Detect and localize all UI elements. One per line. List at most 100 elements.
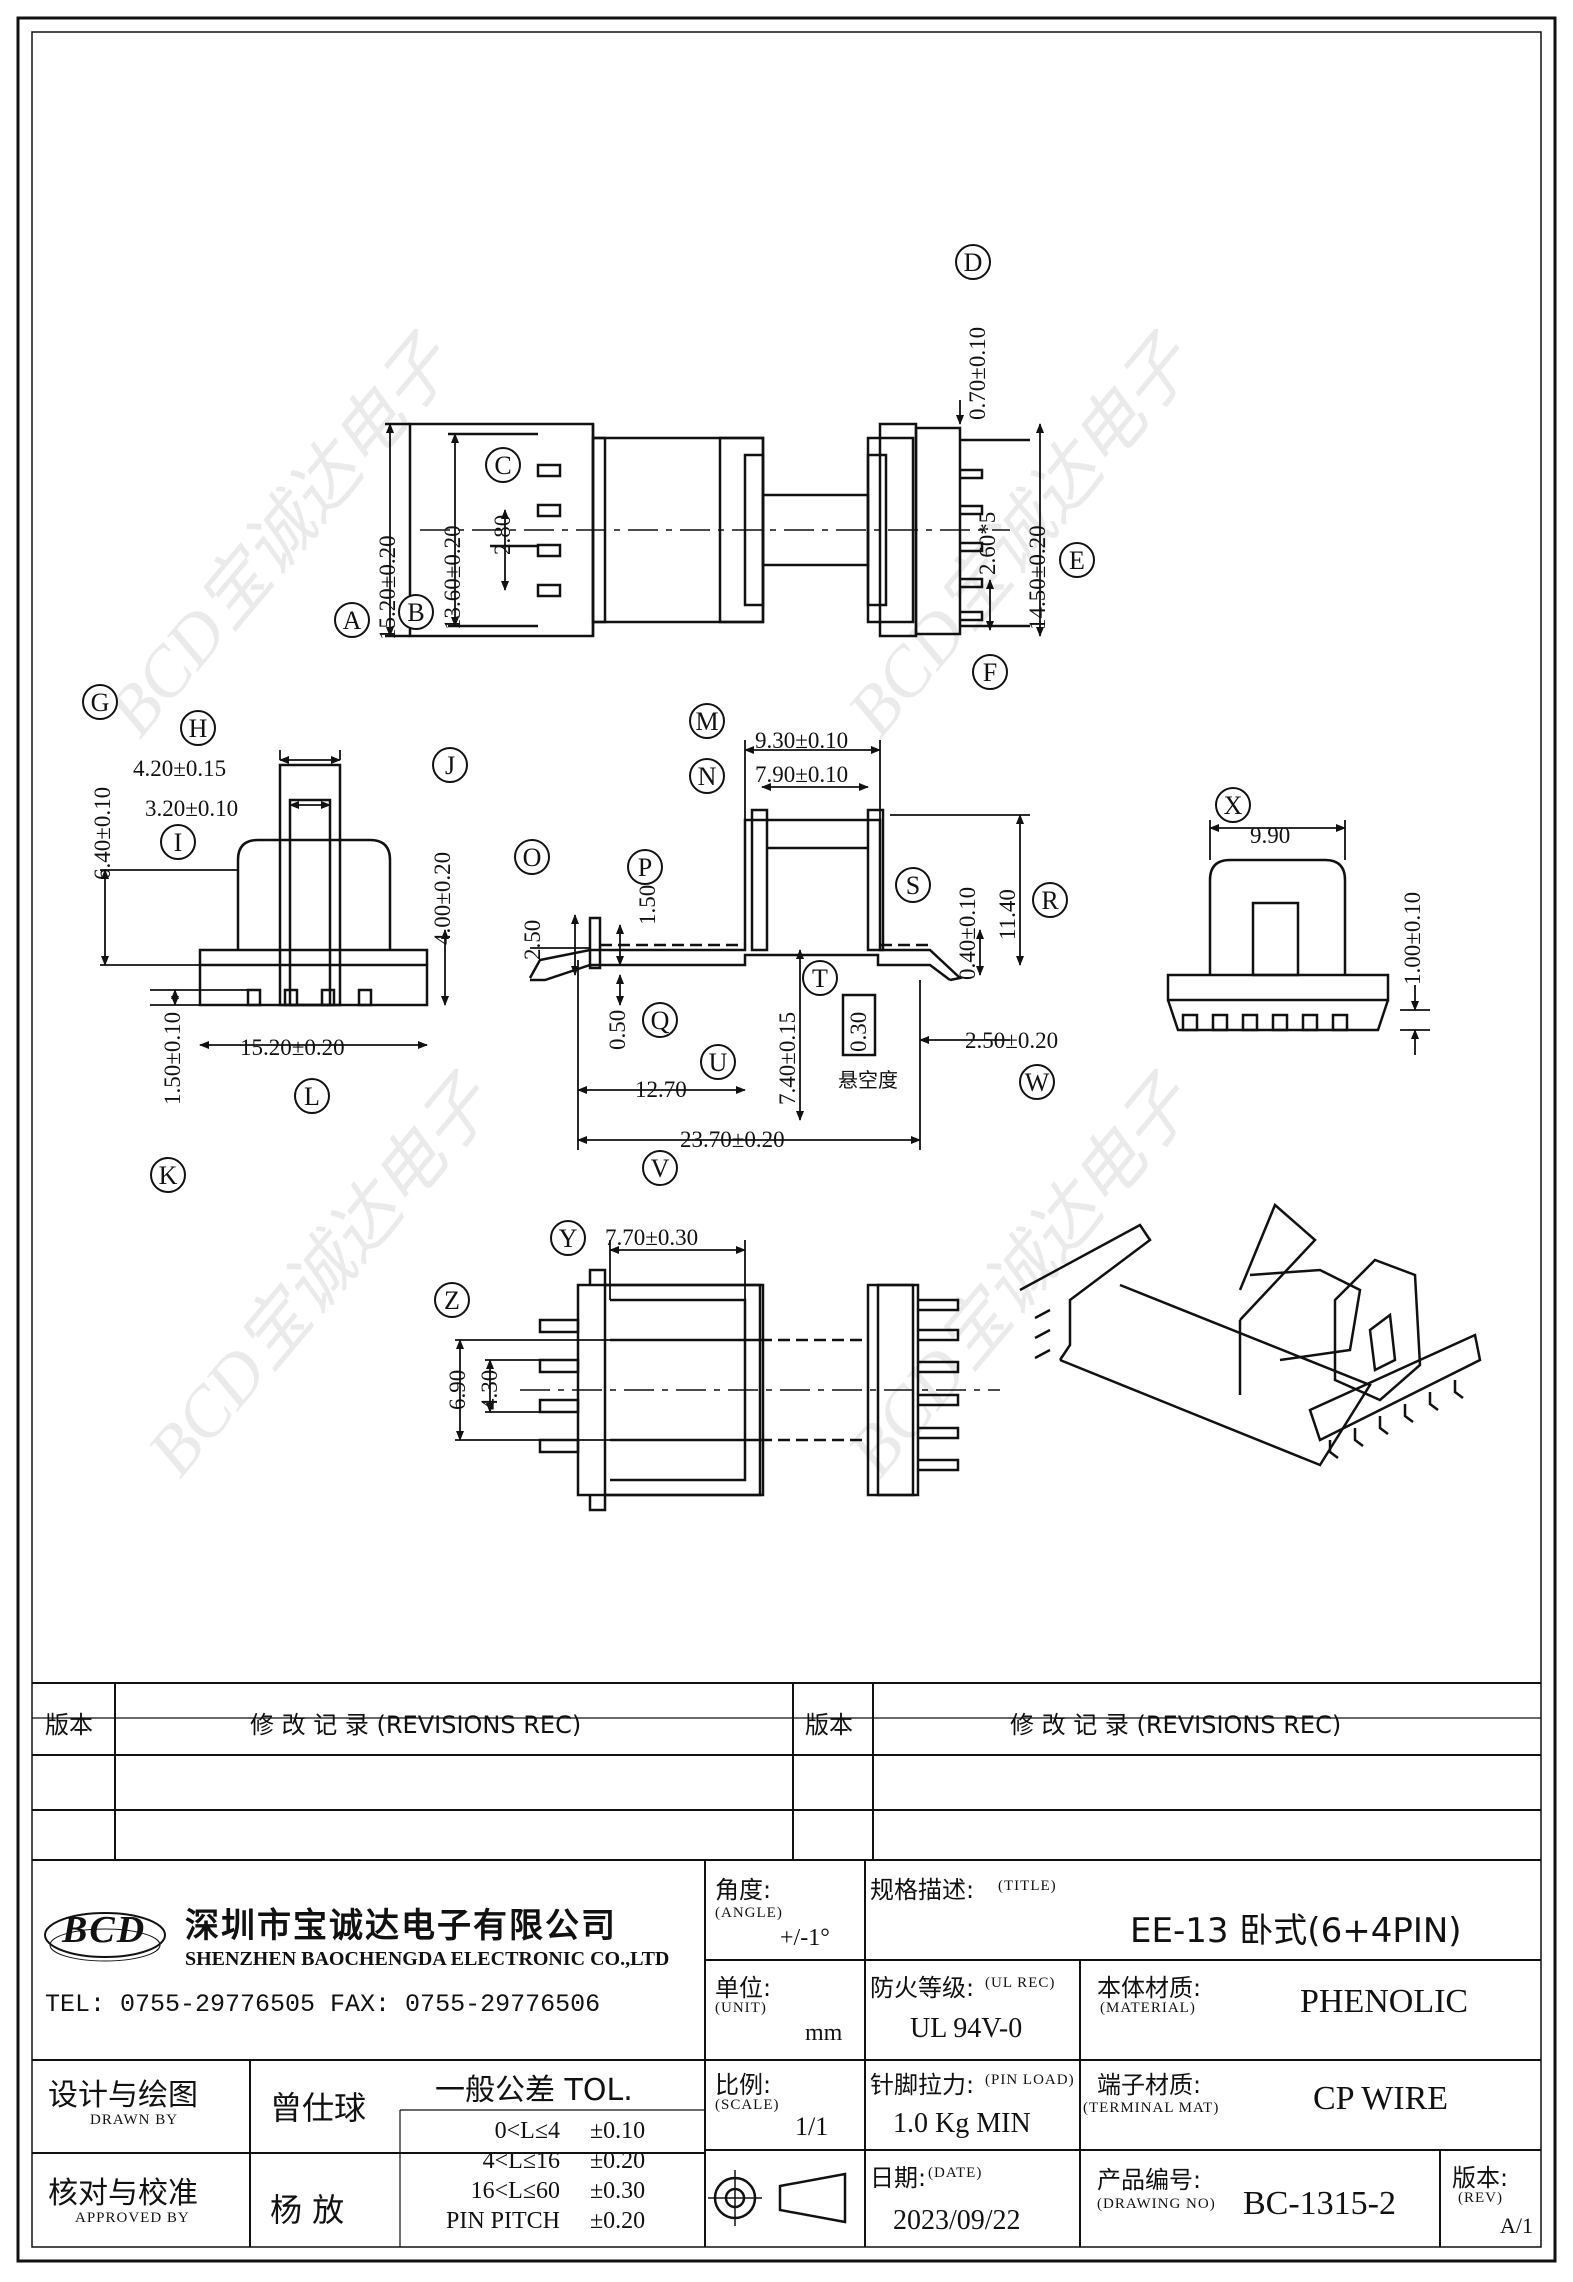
tolerance-range: 4<L≤16	[482, 2148, 560, 2174]
dim-Y: 7.70±0.30	[605, 1225, 698, 1250]
material-value: PHENOLIC	[1300, 1983, 1469, 2020]
title-label: 规格描述:	[870, 1876, 975, 1904]
callout-circle-J	[432, 747, 468, 783]
tolerance-value: ±0.30	[590, 2178, 646, 2204]
callout-E: E	[1069, 546, 1085, 575]
tel-fax: TEL: 0755-29776505 FAX: 0755-29776506	[45, 1990, 601, 2019]
angle-label: 角度:	[715, 1876, 772, 1904]
iso-pins	[1034, 1308, 1464, 1459]
side-pins	[246, 988, 373, 1007]
isometric-view	[1019, 1202, 1482, 1467]
rev-record-left: 修 改 记 录 (REVISIONS REC)	[250, 1711, 582, 1739]
callout-L: L	[304, 1082, 320, 1111]
callout-V: V	[651, 1154, 670, 1183]
projection-symbol	[708, 2170, 847, 2226]
callout-S: S	[906, 871, 920, 900]
terminal-label: 端子材质:	[1097, 2071, 1202, 2099]
callout-B: B	[407, 598, 424, 627]
dim-Z2: 4.30	[477, 1370, 502, 1410]
outer-border	[16, 16, 1557, 2263]
company-name-en: SHENZHEN BAOCHENGDA ELECTRONIC CO.,LTD	[185, 1948, 670, 1970]
callout-W: W	[1025, 1068, 1050, 1097]
callout-Z: Z	[444, 1286, 460, 1315]
callout-A: A	[343, 606, 362, 635]
callout-circle-A	[334, 602, 370, 638]
end-view	[1166, 858, 1390, 1032]
tolerance-range: 0<L≤4	[494, 2118, 560, 2144]
dim-T2: 7.40±0.15	[775, 1012, 800, 1105]
dim-B: 13.60±0.20	[440, 525, 465, 630]
top-left-pins	[536, 463, 562, 598]
top-view	[385, 422, 1030, 638]
scale-label-en: (SCALE)	[715, 2097, 780, 2113]
dim-G: 6.40±0.10	[90, 787, 115, 880]
front-view-dim-text: 9.30±0.10 7.90±0.10 11.40 0.40±0.10 2.50…	[520, 728, 1058, 1152]
callout-N: N	[698, 762, 717, 791]
bottom-right-pins	[918, 1298, 960, 1472]
dim-X: 9.90	[1250, 823, 1290, 848]
bottom-view	[520, 1268, 1000, 1512]
angle-value: +/-1°	[780, 1925, 830, 1951]
callout-P: P	[638, 853, 652, 882]
rev-label-en: (REV)	[1458, 2190, 1503, 2206]
callout-R: R	[1041, 886, 1059, 915]
callout-Q: Q	[651, 1006, 670, 1035]
top-view-dims	[386, 400, 1044, 637]
tolerance-header: 一般公差 TOL.	[435, 2073, 633, 2108]
callout-circle-I	[160, 824, 196, 860]
callout-circle-U	[700, 1044, 736, 1080]
dim-M: 9.30±0.10	[755, 728, 848, 753]
side-view	[198, 763, 429, 1007]
date-label-en: (DATE)	[928, 2165, 983, 2181]
material-label: 本体材质:	[1097, 1974, 1202, 2002]
callout-C: C	[494, 451, 511, 480]
inner-border	[31, 31, 1542, 2248]
callout-I: I	[174, 828, 183, 857]
dim-D: 0.70±0.10	[965, 327, 990, 420]
logo-text: BCD	[62, 1909, 147, 1951]
tolerance-value: ±0.10	[590, 2118, 646, 2144]
dim-A: 15.20±0.20	[375, 535, 400, 640]
drawn-label-en: DRAWN BY	[90, 2112, 179, 2128]
angle-label-en: (ANGLE)	[715, 1905, 783, 1921]
approved-label: 核对与校准	[48, 2176, 198, 2211]
dim-Q: 0.50	[605, 1010, 630, 1050]
callout-circle-D	[955, 244, 991, 280]
callout-circle-K	[150, 1157, 186, 1193]
ul-value: UL 94V-0	[910, 2013, 1023, 2044]
callout-K: K	[159, 1161, 178, 1190]
callout-circle-R	[1032, 882, 1068, 918]
callout-circle-H	[180, 710, 216, 746]
dim-K: 1.50±0.10	[160, 1012, 185, 1105]
approved-value: 杨 放	[270, 2191, 345, 2229]
company-logo	[44, 1912, 166, 1962]
callout-circle-N	[689, 758, 725, 794]
callout-J: J	[445, 751, 455, 780]
tolerance-range: 16<L≤60	[470, 2178, 560, 2204]
dim-F: 2.60*5	[975, 512, 1000, 575]
callout-circle-V	[642, 1150, 678, 1186]
dim-R: 11.40	[995, 889, 1020, 940]
dim-U: 12.70	[635, 1077, 687, 1102]
dim-O: 2.50	[520, 920, 545, 960]
drawing-no-value: BC-1315-2	[1243, 2185, 1396, 2222]
end-view-dims	[1209, 820, 1430, 1055]
dim-W: 2.50±0.20	[965, 1028, 1058, 1053]
callout-circle-L	[294, 1078, 330, 1114]
pin-load-value: 1.0 Kg MIN	[893, 2108, 1031, 2139]
title-value: EE-13 卧式(6+4PIN)	[1130, 1911, 1462, 1951]
callout-circle-Q	[642, 1002, 678, 1038]
tolerance-value: ±0.20	[590, 2208, 646, 2234]
dim-V: 23.70±0.20	[680, 1127, 785, 1152]
svg-text:BCD宝诚达电子: BCD宝诚达电子	[833, 1062, 1210, 1490]
side-view-dims	[100, 750, 449, 1049]
rev-record-right: 修 改 记 录 (REVISIONS REC)	[1010, 1711, 1342, 1739]
dim-C: 2.80	[490, 515, 515, 555]
dim-I: 3.20±0.10	[145, 796, 238, 821]
title-block-grid	[32, 1682, 1541, 2247]
pin-load-label: 针脚拉力:	[870, 2071, 975, 2099]
callout-circle-C	[485, 447, 521, 483]
rev-header-left: 版本	[45, 1711, 93, 1739]
